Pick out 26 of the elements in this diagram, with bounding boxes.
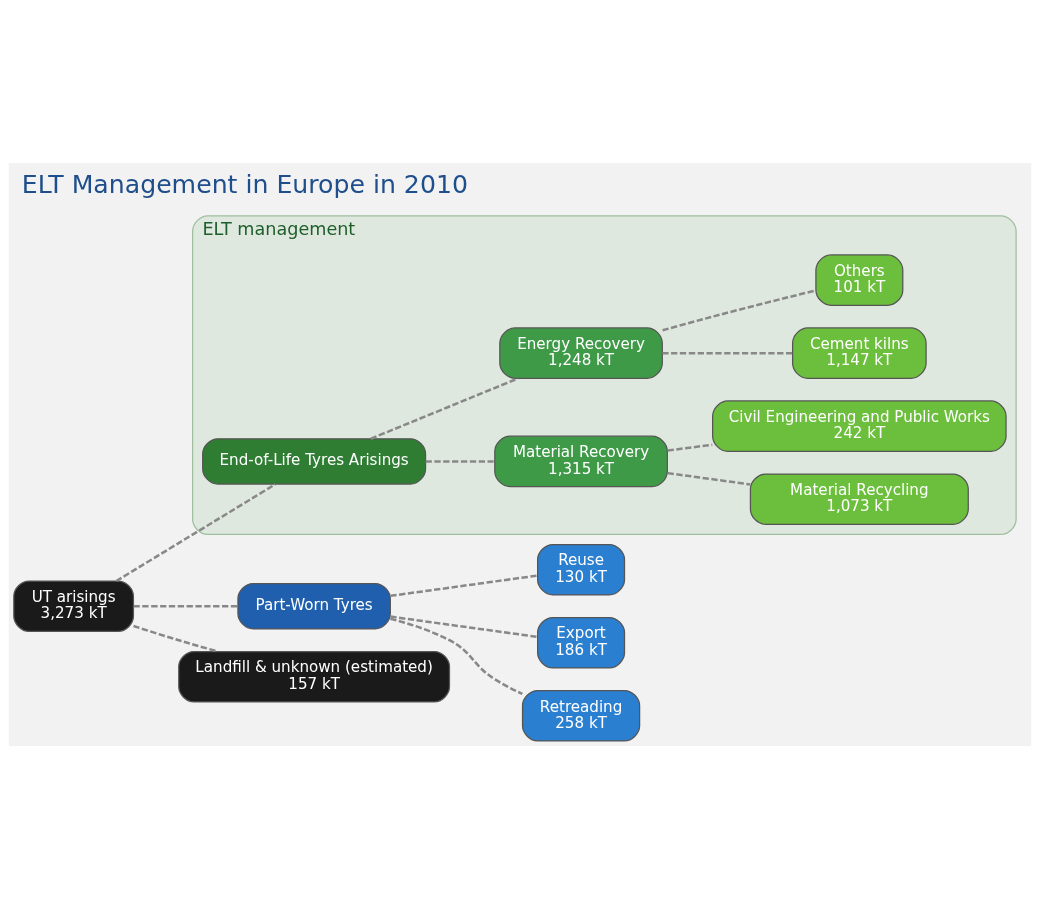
- connector: [133, 624, 219, 653]
- node-box: Reuse 130 kT: [537, 543, 626, 596]
- connector: [667, 471, 751, 486]
- connector: [662, 351, 793, 354]
- node-box: Energy Recovery 1,248 kT: [499, 326, 663, 379]
- node-box: UT arisings 3,273 kT: [13, 579, 135, 632]
- node-box: End-of-Life Tyres Arisings: [202, 437, 427, 485]
- connector: [390, 617, 523, 695]
- diagram-title: ELT Management in Europe in 2010: [21, 169, 468, 199]
- node-box: Export 186 kT: [537, 616, 626, 669]
- connector: [425, 459, 495, 463]
- node-box: Civil Engineering and Public Works 242 kT: [712, 399, 1007, 452]
- node-box: Part-Worn Tyres: [237, 582, 391, 630]
- connector: [115, 482, 277, 582]
- node-box: Cement kilns 1,147 kT: [792, 326, 927, 379]
- connector: [370, 376, 519, 440]
- connector: [133, 604, 238, 607]
- connector: [390, 614, 538, 638]
- node-box: Material Recovery 1,315 kT: [494, 435, 668, 487]
- node-box: Retreading 258 kT: [521, 689, 641, 742]
- connector: [390, 573, 538, 597]
- connector: [667, 443, 713, 452]
- node-box: Landfill & unknown (estimated) 157 kT: [178, 650, 451, 703]
- connector: [662, 288, 816, 331]
- node-box: Others 101 kT: [815, 253, 904, 306]
- node-box: Material Recycling 1,073 kT: [749, 472, 969, 525]
